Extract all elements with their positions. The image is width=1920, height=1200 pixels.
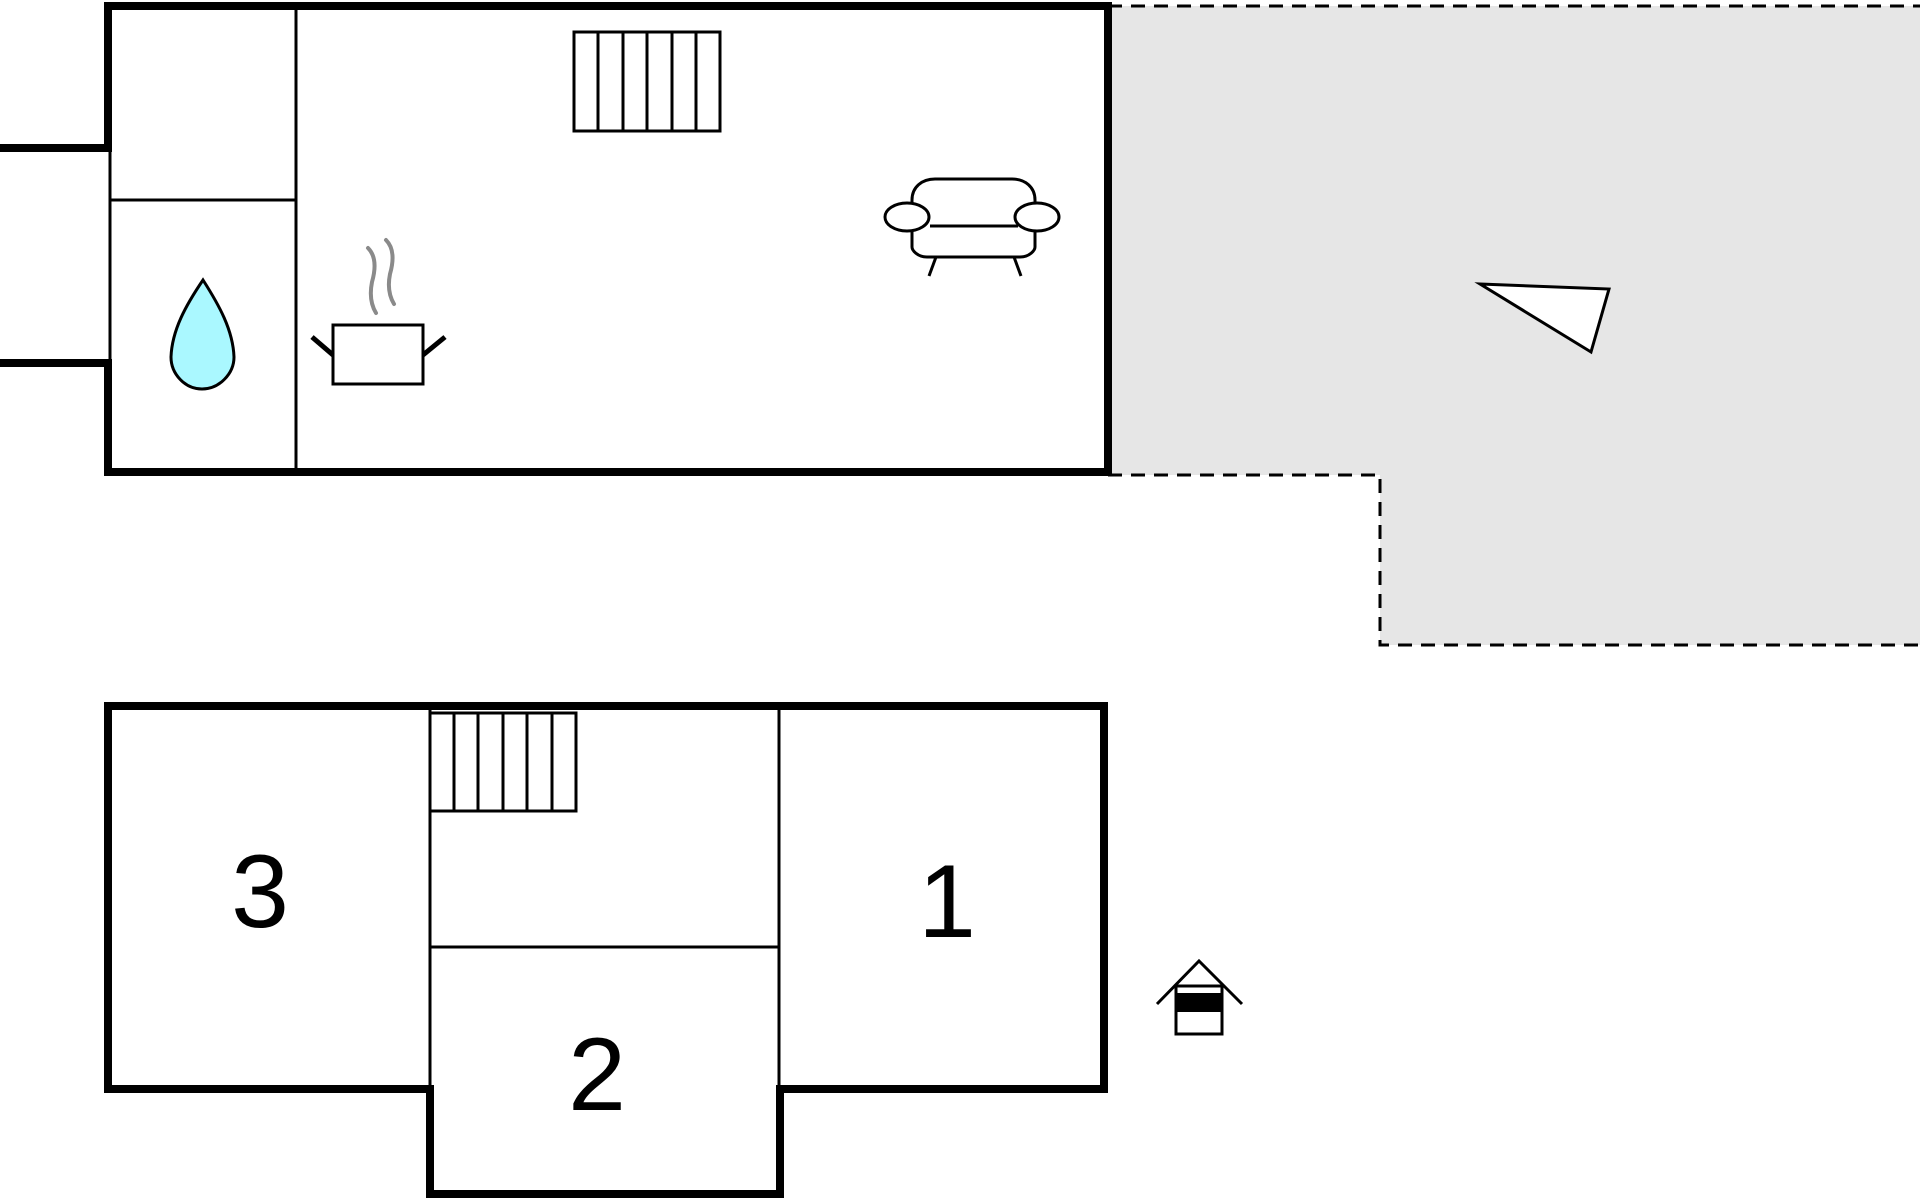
sofa-icon	[883, 177, 1061, 277]
compass-pointer-icon	[1474, 282, 1611, 355]
house-entrance-icon	[1155, 958, 1244, 1036]
room-label-3: 3	[231, 834, 289, 950]
lower-outer-wall	[104, 702, 1108, 1198]
stairs-icon	[572, 30, 722, 133]
water-drop-icon	[169, 277, 236, 391]
upper-floor	[0, 2, 1112, 476]
stairs-lower-icon	[428, 711, 578, 813]
cooking-pot-icon	[310, 238, 447, 386]
terrace-fill	[1108, 6, 1920, 645]
room-label-1: 1	[918, 844, 976, 960]
upper-outer-wall	[104, 2, 1112, 476]
terrace-outline-lower	[1108, 473, 1920, 647]
room-label-2: 2	[568, 1017, 626, 1133]
terrace	[1108, 4, 1920, 647]
